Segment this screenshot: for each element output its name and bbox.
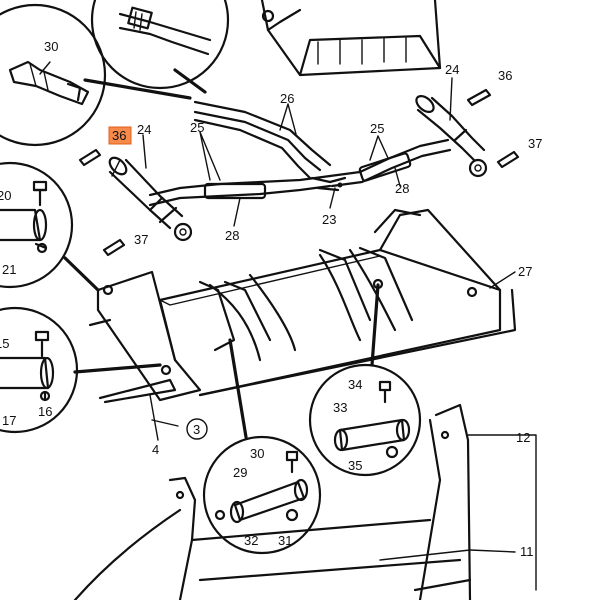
- leader-3: [151, 419, 179, 427]
- callout-32: 32: [244, 533, 258, 548]
- callout-21: 21: [2, 262, 16, 277]
- leader-28a: [233, 197, 241, 227]
- bucket-top-right: [260, 0, 442, 77]
- callout-30-bottom: 30: [250, 446, 264, 461]
- leader-30a: [39, 61, 51, 75]
- callout-20: 20: [0, 188, 11, 203]
- leader-24a: [142, 134, 147, 169]
- callout-12: 12: [516, 430, 530, 445]
- callout-25-left: 25: [190, 120, 204, 135]
- bucket-bottom: [73, 403, 472, 600]
- leader-28b: [394, 167, 401, 187]
- callout-27: 27: [518, 264, 532, 279]
- leader-left-upper: [63, 256, 100, 292]
- callout-4: 4: [152, 442, 159, 457]
- leader-25a: [199, 131, 221, 181]
- callout-37-right: 37: [528, 136, 542, 151]
- callout-circle-3: [186, 418, 208, 440]
- loader-frame: [88, 208, 517, 404]
- callout-24-right: 24: [445, 62, 459, 77]
- pin-37-right: [496, 150, 520, 169]
- callout-36-highlighted: 36: [112, 128, 126, 143]
- hydraulic-hoses: [148, 100, 452, 207]
- callout-3: 3: [193, 422, 200, 437]
- leader-12: [467, 434, 537, 591]
- callout-28-right: 28: [395, 181, 409, 196]
- highlight-box-36: [108, 126, 132, 145]
- leader-bottom: [228, 338, 248, 439]
- callout-24-left: 24: [137, 122, 151, 137]
- leader-26: [279, 103, 297, 135]
- callout-31: 31: [278, 533, 292, 548]
- callout-11: 11: [520, 544, 534, 559]
- leader-top-left: [83, 78, 192, 100]
- callout-35: 35: [348, 458, 362, 473]
- pin-37-left: [102, 238, 126, 257]
- pin-36-right: [466, 88, 492, 107]
- pin-36-left: [78, 148, 102, 167]
- cylinder-left: [108, 156, 193, 242]
- callout-36-right: 36: [498, 68, 512, 83]
- leader-top-middle: [173, 68, 207, 94]
- detail-circle-top-middle: [90, 0, 230, 90]
- detail-circle-top-left: [0, 3, 107, 147]
- callout-17: 17: [2, 413, 16, 428]
- callout-28-left: 28: [225, 228, 239, 243]
- callout-25-right: 25: [370, 121, 384, 136]
- leader-left-lower: [73, 363, 162, 374]
- leader-24b: [449, 77, 453, 121]
- callout-37-left: 37: [134, 232, 148, 247]
- leader-27: [489, 271, 516, 289]
- callout-26: 26: [280, 91, 294, 106]
- detail-circle-left-upper: [0, 161, 74, 289]
- callout-34: 34: [348, 377, 362, 392]
- cylinder-right: [415, 94, 488, 178]
- leader-25b: [369, 135, 389, 161]
- leader-right: [370, 283, 380, 367]
- detail-circle-right: [308, 363, 422, 477]
- leader-4: [149, 394, 159, 441]
- callout-33: 33: [333, 400, 347, 415]
- leader-11: [469, 549, 516, 553]
- leader-23: [329, 187, 336, 209]
- callout-16: 16: [38, 404, 52, 419]
- detail-circle-bottom: [202, 435, 322, 555]
- callout-15: 15: [0, 336, 9, 351]
- detail-circle-left-lower: [0, 306, 79, 434]
- callout-29: 29: [233, 465, 247, 480]
- callout-30-top: 30: [44, 39, 58, 54]
- callout-23: 23: [322, 212, 336, 227]
